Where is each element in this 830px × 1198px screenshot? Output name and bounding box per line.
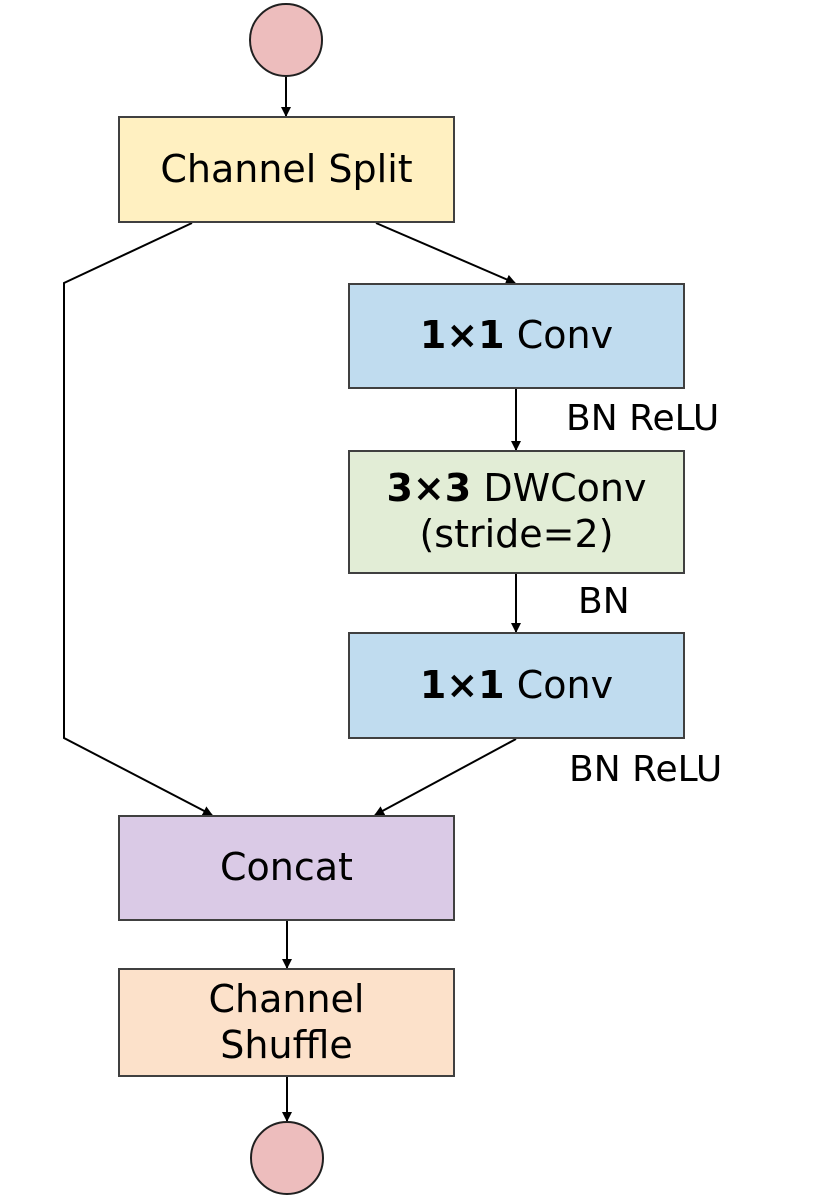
channel-shuffle-line2: Shuffle [220, 1022, 353, 1067]
edge-split-to-concat-shortcut [63, 222, 213, 816]
channel-shuffle-box: Channel Shuffle [118, 968, 455, 1077]
bn-relu-label-first: BN ReLU [566, 398, 720, 439]
bn-label: BN [578, 581, 630, 622]
dwconv3x3-stride: (stride=2) [419, 512, 614, 556]
channel-shuffle-line1: Channel [208, 976, 365, 1021]
channel-split-label: Channel Split [160, 146, 413, 191]
dwconv3x3-label-line1: 3×3 DWConv [386, 466, 646, 512]
edge-conv2-to-concat [374, 738, 517, 816]
conv1x1-label-first: 1×1 Conv [420, 313, 613, 359]
conv1x1-op-first: Conv [516, 313, 614, 358]
bn-relu-label-second: BN ReLU [569, 749, 723, 790]
channel-split-box: Channel Split [118, 116, 455, 223]
conv1x1-label-second: 1×1 Conv [420, 663, 613, 709]
dwconv3x3-box: 3×3 DWConv (stride=2) [348, 450, 685, 574]
input-node [249, 3, 323, 77]
conv1x1-kernel-second: 1×1 [419, 662, 505, 707]
concat-box: Concat [118, 815, 455, 921]
conv1x1-box-second: 1×1 Conv [348, 632, 685, 739]
conv1x1-box-first: 1×1 Conv [348, 283, 685, 389]
dwconv3x3-kernel: 3×3 [386, 466, 472, 511]
output-node [250, 1121, 324, 1195]
concat-label: Concat [220, 845, 353, 890]
edge-split-to-conv1 [375, 222, 516, 285]
conv1x1-op-second: Conv [516, 662, 614, 707]
dwconv3x3-op: DWConv [483, 466, 647, 511]
conv1x1-kernel-first: 1×1 [419, 313, 505, 358]
